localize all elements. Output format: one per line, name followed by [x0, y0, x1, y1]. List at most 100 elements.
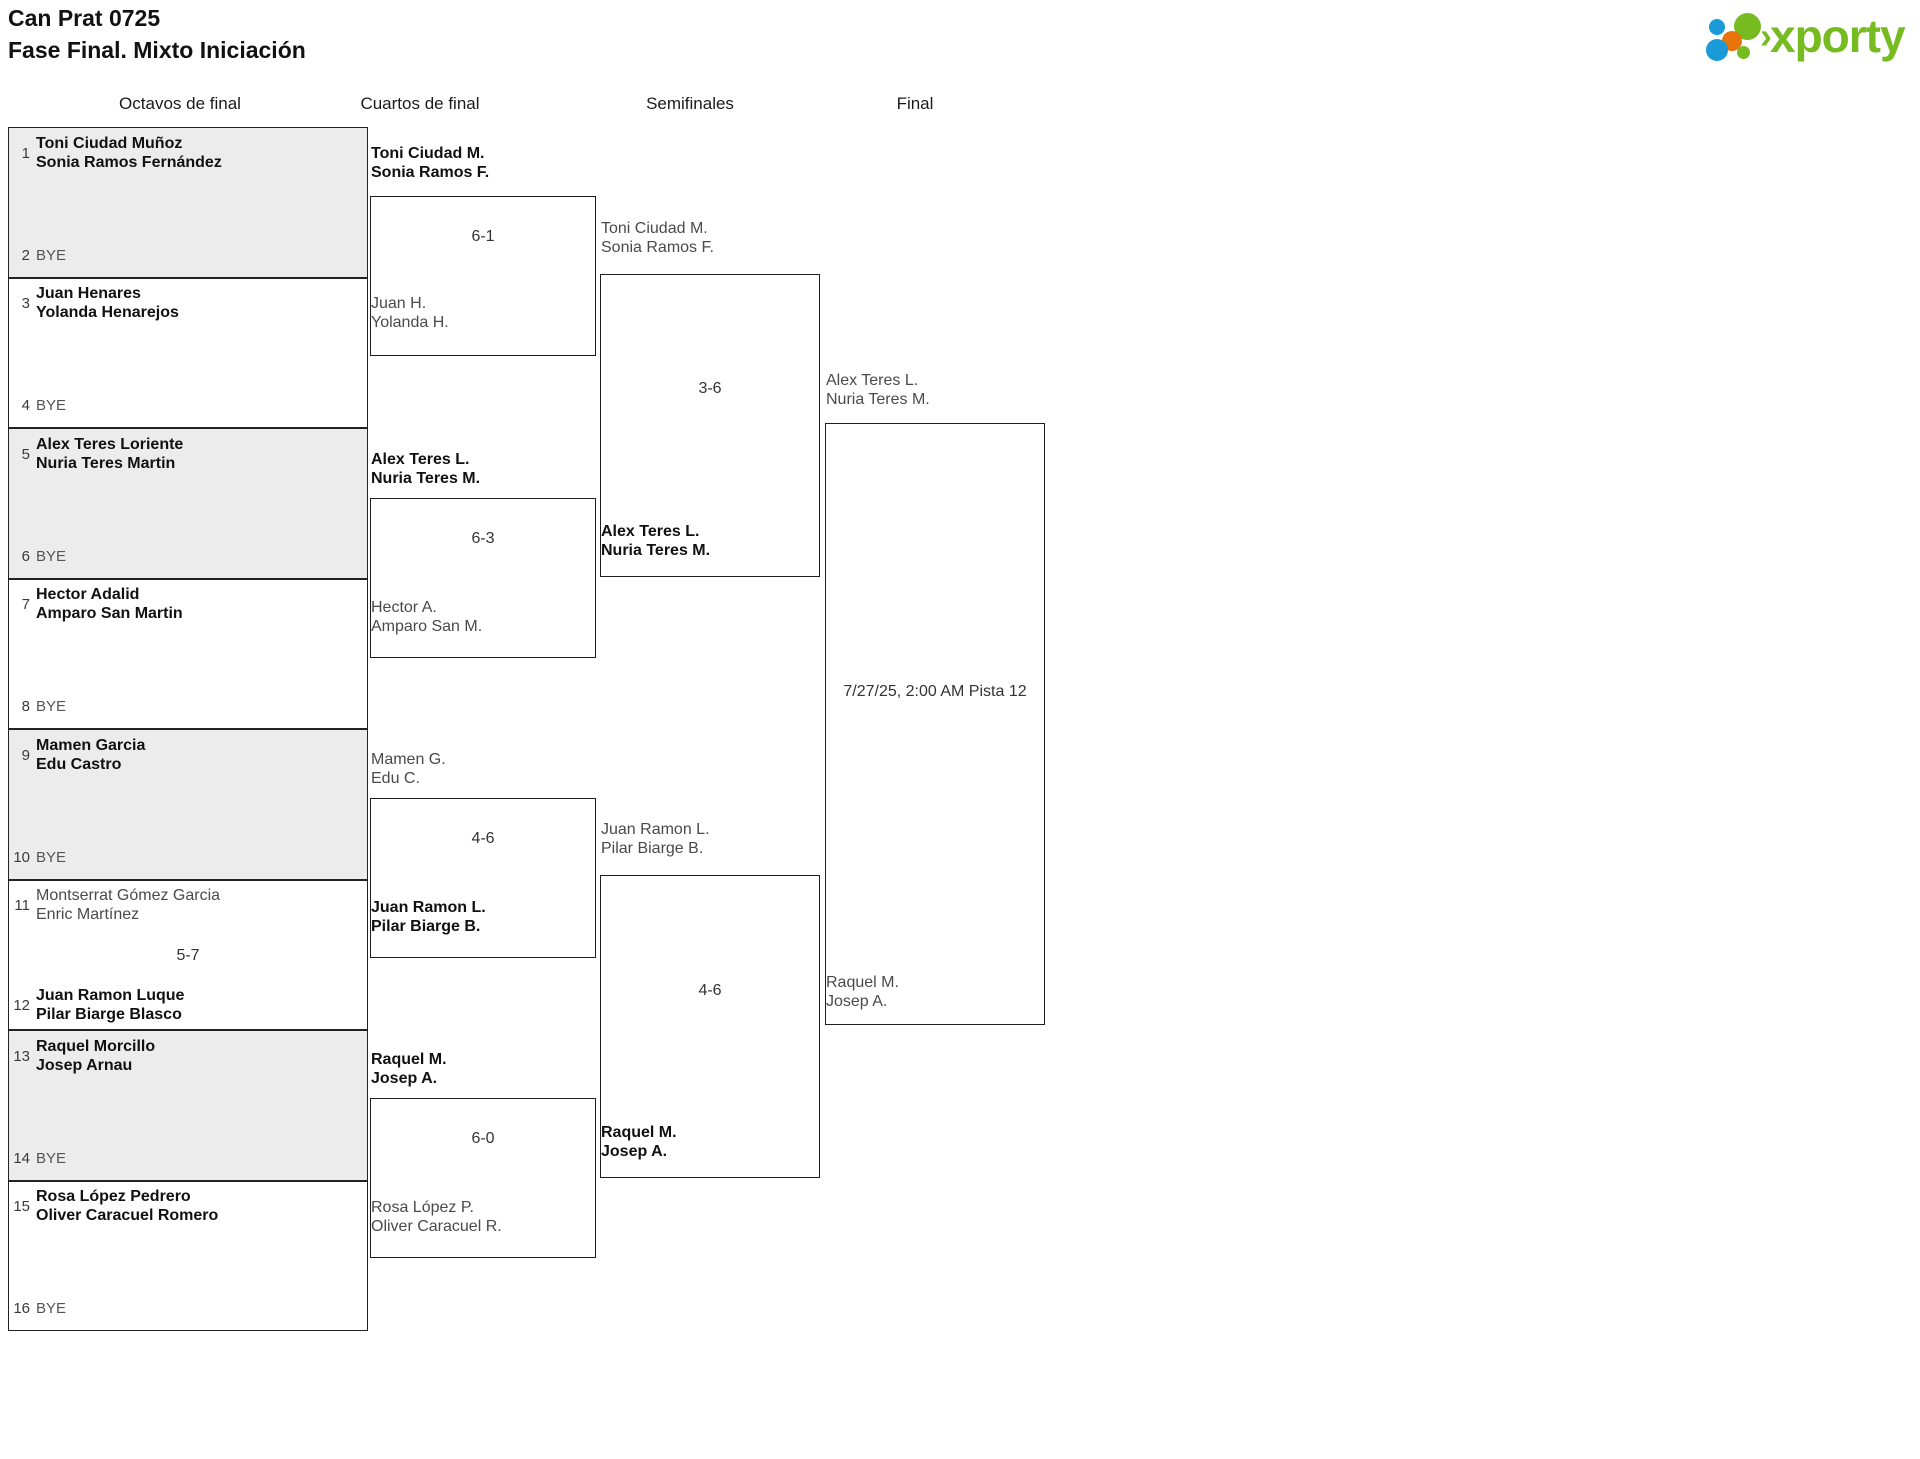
r3-score-2: 4-6 — [698, 982, 722, 999]
r1-slot-14[interactable]: 14 BYE — [8, 1148, 368, 1168]
seed-number: 2 — [21, 246, 30, 264]
r2-team-bottom-2[interactable]: Hector A. Amparo San M. — [371, 599, 483, 635]
r4-match-1-box[interactable] — [825, 423, 1045, 1025]
r1-match-5[interactable] — [8, 729, 368, 880]
r1-slot-6[interactable]: 6 BYE — [8, 546, 368, 566]
logo-dot-blue-large — [1706, 39, 1728, 61]
r3-team-top-2[interactable]: Juan Ramon L. Pilar Biarge B. — [601, 821, 710, 857]
seed-number: 8 — [21, 697, 30, 715]
r2-team-top-2[interactable]: Alex Teres L. Nuria Teres M. — [371, 451, 481, 487]
team-name: Rosa López Pedrero Oliver Caracuel Romer… — [36, 1188, 219, 1224]
r2-score-1: 6-1 — [471, 228, 495, 245]
r3-score-1: 3-6 — [698, 380, 722, 397]
title-block: Can Prat 0725 Fase Final. Mixto Iniciaci… — [8, 2, 306, 66]
r1-match-1[interactable] — [8, 127, 368, 278]
team-name: Juan Henares Yolanda Henarejos — [36, 285, 179, 321]
r1-match-8[interactable] — [8, 1181, 368, 1331]
final-schedule-label: 7/27/25, 2:00 AM Pista 12 — [843, 683, 1027, 700]
team-name: Hector Adalid Amparo San Martin — [36, 586, 183, 622]
team-name: Montserrat Gómez Garcia Enric Martínez — [36, 887, 221, 923]
r1-match-2[interactable] — [8, 278, 368, 428]
r1-slot-1[interactable]: 1 Toni Ciudad Muñoz Sonia Ramos Fernánde… — [8, 133, 368, 173]
team-name: Mamen Garcia Edu Castro — [36, 737, 146, 773]
seed-number: 14 — [13, 1149, 30, 1167]
r4-team-top-1[interactable]: Alex Teres L. Nuria Teres M. — [826, 372, 930, 408]
seed-number: 12 — [13, 996, 30, 1014]
r3-team-bottom-1[interactable]: Alex Teres L. Nuria Teres M. — [601, 523, 711, 559]
team-name: BYE — [36, 697, 67, 715]
r1-slot-15[interactable]: 15 Rosa López Pedrero Oliver Caracuel Ro… — [8, 1186, 368, 1226]
round-header-semifinales: Semifinales — [646, 94, 734, 113]
r2-match-3-box[interactable] — [370, 798, 596, 958]
logo-chevron-icon: › — [1760, 15, 1772, 56]
r2-score-4: 6-0 — [471, 1130, 495, 1147]
r1-slot-9[interactable]: 9 Mamen Garcia Edu Castro — [8, 735, 368, 775]
logo-dot-green-small — [1737, 46, 1750, 59]
r3-match-2-box[interactable] — [600, 875, 820, 1178]
team-name: BYE — [36, 1299, 67, 1317]
r2-team-top-1[interactable]: Toni Ciudad M. Sonia Ramos F. — [371, 145, 490, 181]
r1-slot-4[interactable]: 4 BYE — [8, 395, 368, 415]
r1-match-3[interactable] — [8, 428, 368, 579]
r1-slot-5[interactable]: 5 Alex Teres Loriente Nuria Teres Martin — [8, 434, 368, 474]
page-header: Can Prat 0725 Fase Final. Mixto Iniciaci… — [0, 0, 1920, 80]
logo-wordmark: xporty — [1770, 10, 1906, 62]
r2-team-top-3[interactable]: Mamen G. Edu C. — [371, 751, 446, 787]
logo-dots-icon — [1706, 12, 1764, 61]
seed-number: 6 — [21, 547, 30, 565]
phase-category: Fase Final. Mixto Iniciación — [8, 37, 306, 63]
r3-team-top-1[interactable]: Toni Ciudad M. Sonia Ramos F. — [601, 220, 714, 256]
r1-slot-10[interactable]: 10 BYE — [8, 847, 368, 867]
seed-number: 10 — [13, 848, 30, 866]
r3-match-1-box[interactable] — [600, 274, 820, 577]
r1-slot-8[interactable]: 8 BYE — [8, 696, 368, 716]
r1-slot-2[interactable]: 2 BYE — [8, 245, 368, 265]
r1-match-4[interactable] — [8, 579, 368, 729]
r1-slot-11[interactable]: 11 Montserrat Gómez Garcia Enric Martíne… — [8, 885, 368, 925]
r1-slot-16[interactable]: 16 BYE — [8, 1298, 368, 1318]
seed-number: 5 — [21, 445, 30, 463]
team-name: Toni Ciudad Muñoz Sonia Ramos Fernández — [36, 135, 222, 171]
r1-slot-13[interactable]: 13 Raquel Morcillo Josep Arnau — [8, 1036, 368, 1076]
r1-match-6[interactable] — [8, 880, 368, 1030]
seed-number: 3 — [21, 294, 30, 312]
team-name: Juan Ramon Luque Pilar Biarge Blasco — [36, 987, 185, 1023]
team-name: BYE — [36, 396, 67, 414]
tournament-name: Can Prat 0725 — [8, 5, 161, 31]
r1-slot-12[interactable]: 12 Juan Ramon Luque Pilar Biarge Blasco — [8, 985, 368, 1025]
round-header-octavos: Octavos de final — [119, 94, 241, 113]
team-name: BYE — [36, 1149, 67, 1167]
round-header-final: Final — [896, 94, 934, 113]
team-name: BYE — [36, 246, 67, 264]
r2-score-2: 6-3 — [471, 530, 495, 547]
seed-number: 16 — [13, 1299, 30, 1317]
xporty-logo[interactable]: › xporty — [1672, 6, 1906, 66]
r4-team-bottom-1[interactable]: Raquel M. Josep A. — [826, 974, 899, 1010]
logo-dot-blue-small — [1709, 19, 1725, 35]
r1-slot-7[interactable]: 7 Hector Adalid Amparo San Martin — [8, 584, 368, 624]
r2-match-2-box[interactable] — [370, 498, 596, 658]
r2-score-3: 4-6 — [471, 830, 495, 847]
r2-team-bottom-4[interactable]: Rosa López P. Oliver Caracuel R. — [371, 1199, 502, 1235]
r1-slot-3[interactable]: 3 Juan Henares Yolanda Henarejos — [8, 283, 368, 323]
seed-number: 1 — [21, 144, 30, 162]
r2-team-bottom-1[interactable]: Juan H. Yolanda H. — [371, 295, 449, 331]
team-name: Alex Teres Loriente Nuria Teres Martin — [36, 436, 184, 472]
team-name: Raquel Morcillo Josep Arnau — [36, 1038, 156, 1074]
seed-number: 9 — [21, 746, 30, 764]
seed-number: 13 — [13, 1047, 30, 1065]
round-header-cuartos: Cuartos de final — [360, 94, 480, 113]
seed-number: 15 — [13, 1197, 30, 1215]
team-name: BYE — [36, 547, 67, 565]
r2-match-1-box[interactable] — [370, 196, 596, 356]
team-name: BYE — [36, 848, 67, 866]
r2-match-4-box[interactable] — [370, 1098, 596, 1258]
r3-team-bottom-2[interactable]: Raquel M. Josep A. — [601, 1124, 677, 1160]
r2-team-bottom-3[interactable]: Juan Ramon L. Pilar Biarge B. — [371, 899, 486, 935]
r2-team-top-4[interactable]: Raquel M. Josep A. — [371, 1051, 447, 1087]
seed-number: 4 — [21, 396, 30, 414]
seed-number: 7 — [21, 595, 30, 613]
seed-number: 11 — [14, 896, 30, 914]
r1-match-7[interactable] — [8, 1030, 368, 1181]
